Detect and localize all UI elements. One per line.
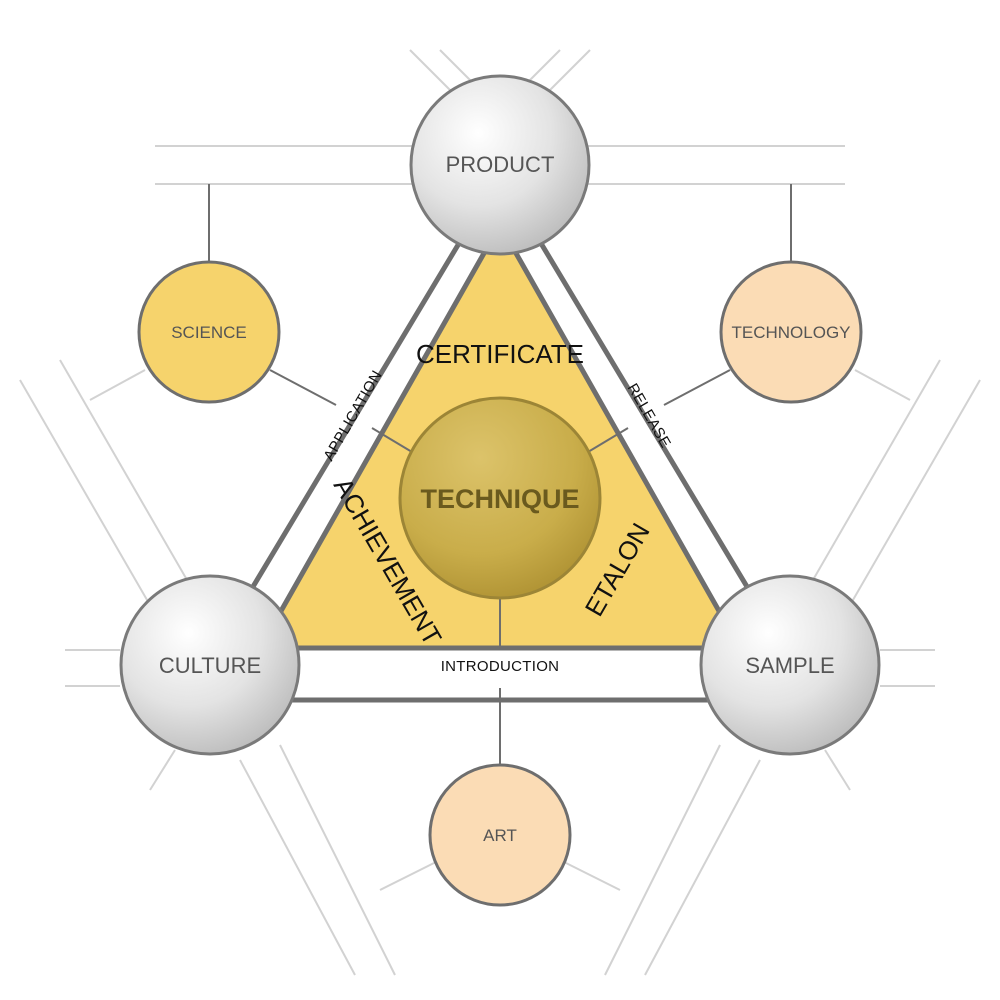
center-connectors [371, 427, 629, 648]
edge-label-introduction: INTRODUCTION [441, 658, 560, 675]
node-culture[interactable]: CULTURE [119, 574, 301, 756]
background-lines [19, 49, 981, 976]
node-label-technique: TECHNIQUE [420, 484, 579, 514]
node-label-sample: SAMPLE [745, 653, 834, 678]
node-connectors [208, 184, 792, 765]
node-label-art: ART [483, 826, 517, 845]
node-label-science: SCIENCE [171, 323, 247, 342]
node-product[interactable]: PRODUCT [409, 74, 591, 256]
zone-label-certificate: CERTIFICATE [416, 339, 584, 369]
node-technique[interactable]: TECHNIQUE [398, 396, 602, 600]
node-label-culture: CULTURE [159, 653, 261, 678]
node-art[interactable]: ART [428, 763, 572, 907]
node-sample[interactable]: SAMPLE [699, 574, 881, 756]
node-label-product: PRODUCT [446, 152, 555, 177]
node-science[interactable]: SCIENCE [137, 260, 281, 404]
node-label-technology: TECHNOLOGY [731, 323, 850, 342]
node-technology[interactable]: TECHNOLOGY [719, 260, 863, 404]
